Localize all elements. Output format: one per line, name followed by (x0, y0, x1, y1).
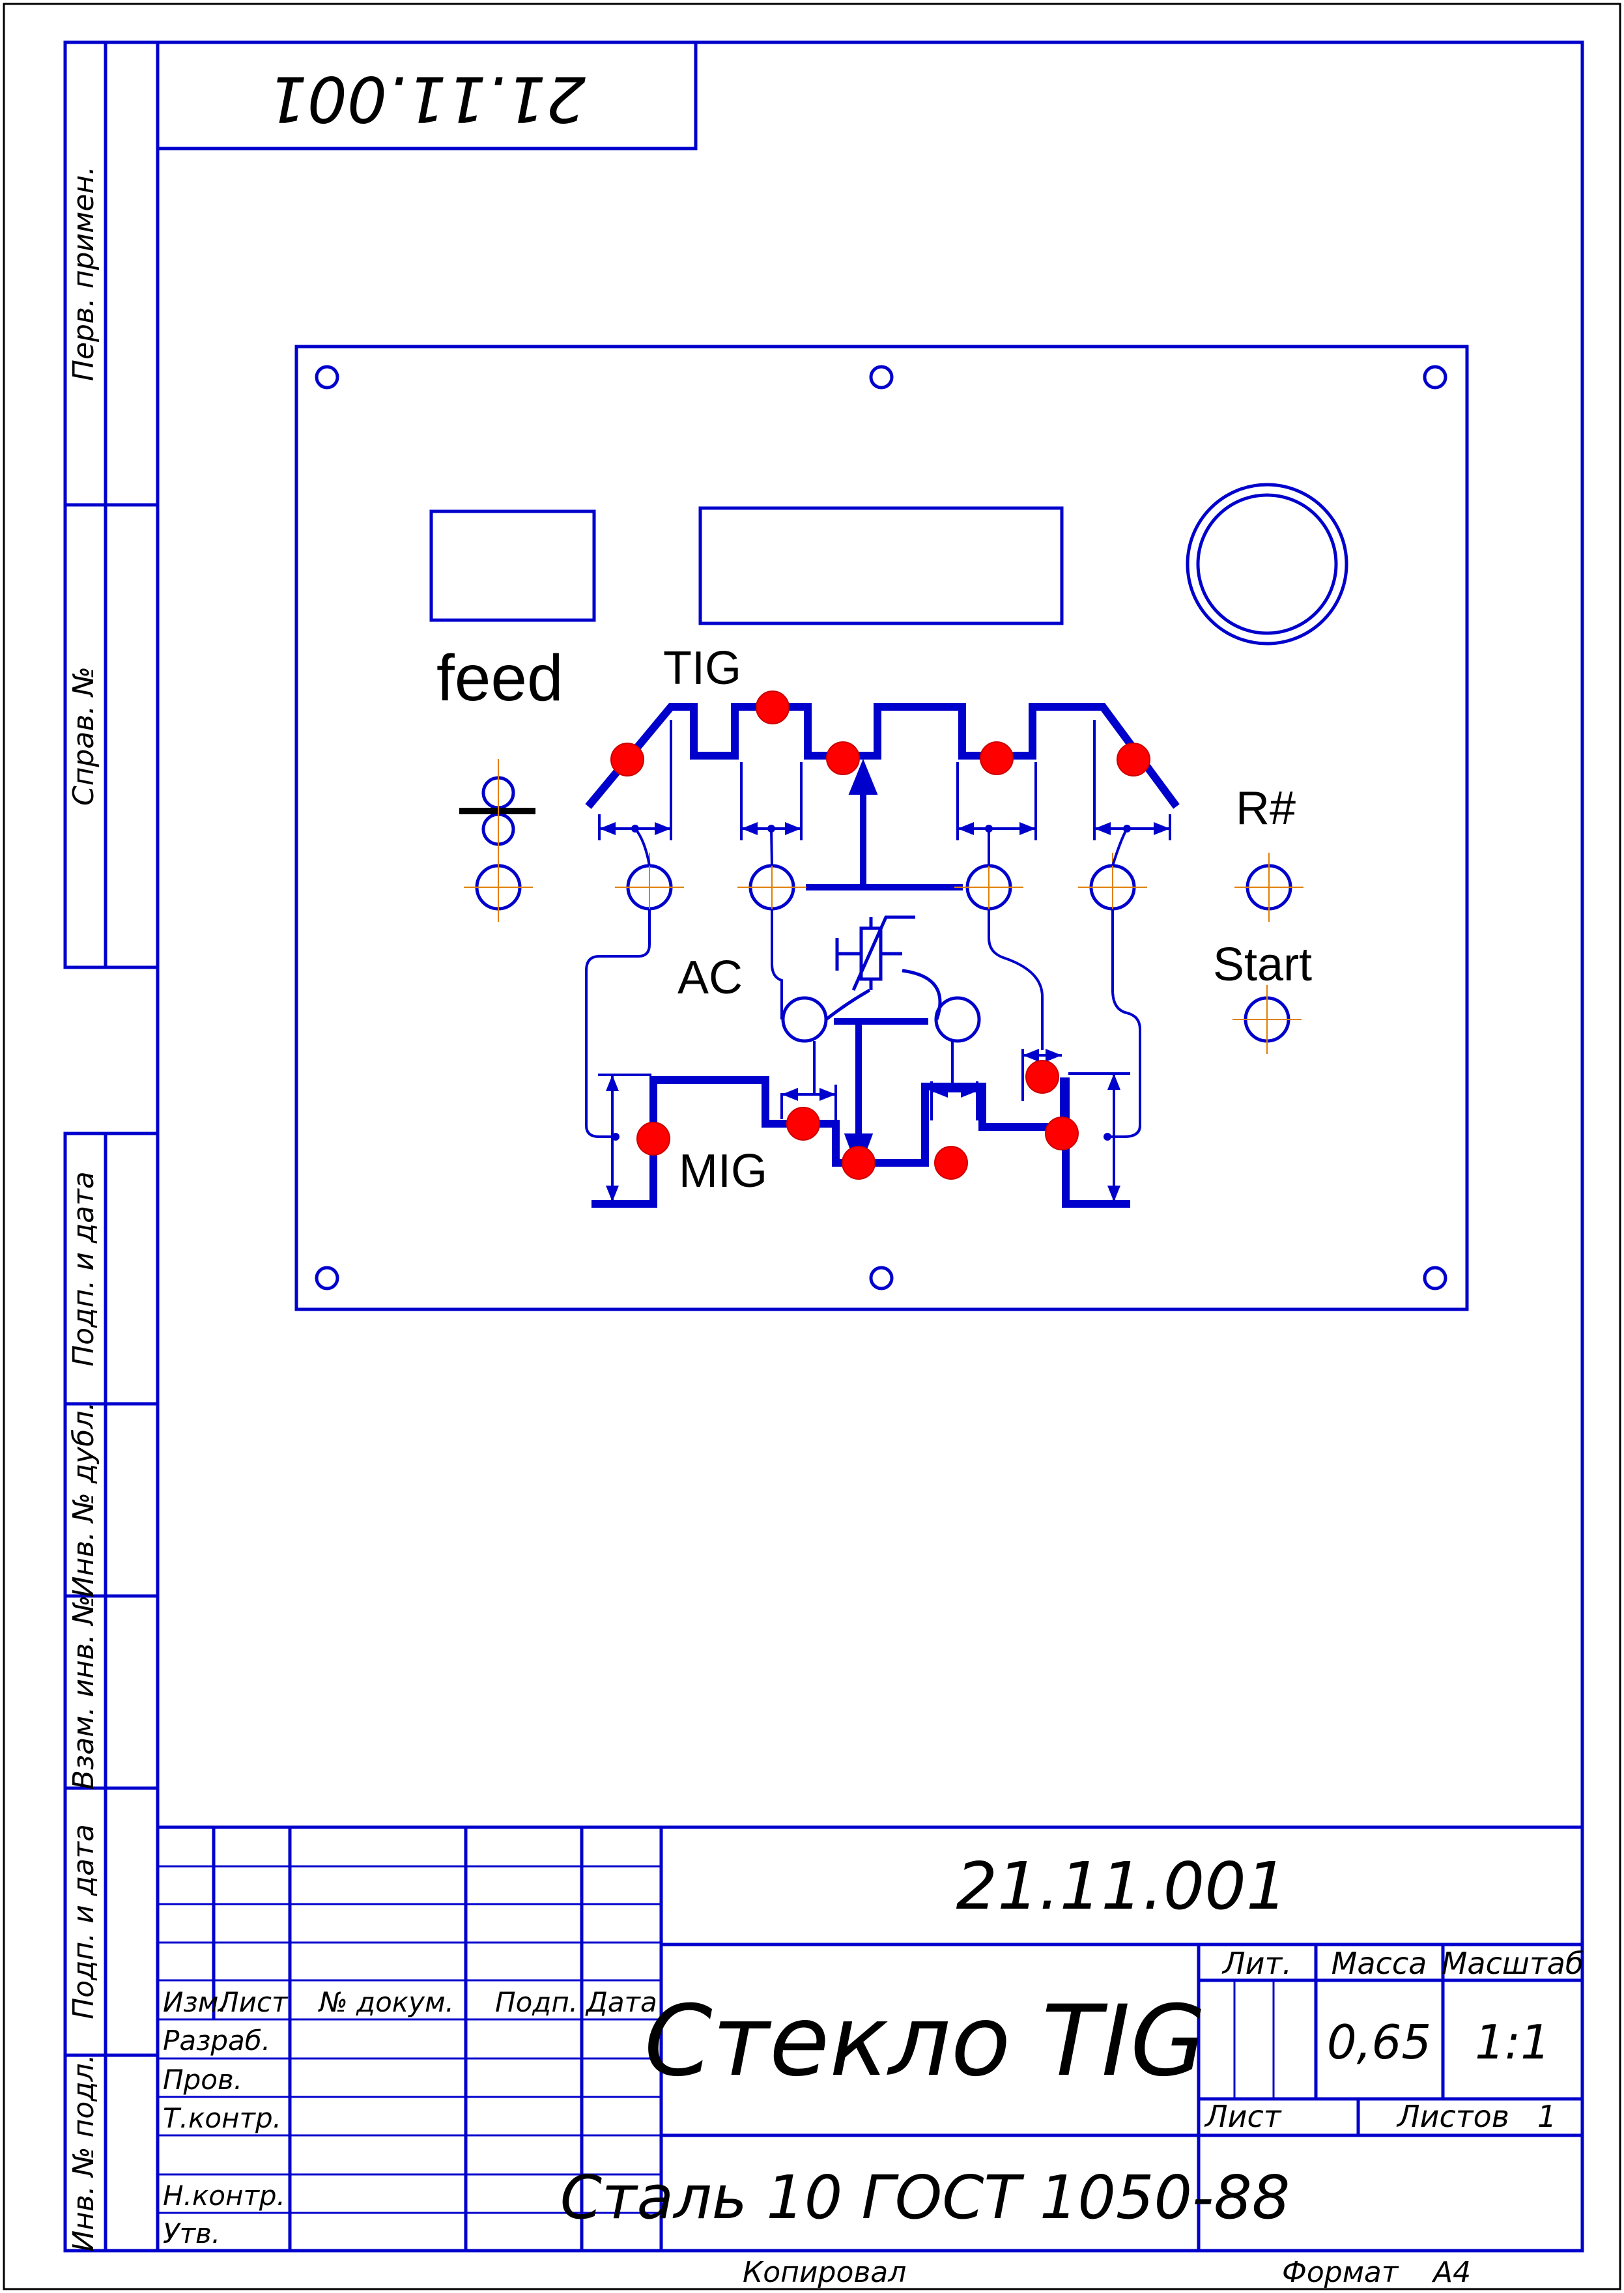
title-block: Изм. Лист № докум. Подп. Дата Разраб. Пр… (158, 1825, 1584, 2251)
mounting-hole-icon (1423, 1266, 1447, 1290)
label-tig: TIG (663, 642, 741, 694)
footer-format-value: А4 (1431, 2256, 1471, 2289)
panel-outline (294, 345, 1469, 1311)
led-indicator-icon (1045, 1117, 1079, 1150)
led-indicator-icon (1025, 1060, 1059, 1094)
massa-label: Масса (1332, 1946, 1427, 1981)
row-n-kontr: Н.контр. (163, 2180, 285, 2212)
listov-label: Листов (1396, 2099, 1509, 2134)
massa-value: 0,65 (1327, 2015, 1431, 2070)
stamp-top-designation: 21.11.001 (268, 63, 586, 135)
center-t-bar (806, 758, 963, 1173)
label-start: Start (1213, 939, 1312, 991)
label-mig: MIG (679, 1145, 767, 1197)
pot-feed-icon (464, 853, 533, 922)
mounting-hole-icon (1423, 365, 1447, 390)
designation: 21.11.001 (956, 1848, 1288, 1924)
header-data: Дата (585, 1986, 657, 2018)
part-name: Стекло TIG (644, 1985, 1206, 2098)
row-t-kontr: Т.контр. (163, 2102, 281, 2134)
ac-resistor-symbol (825, 915, 942, 1021)
header-no-dokum: № докум. (318, 1986, 454, 2018)
lit-label: Лит. (1221, 1946, 1292, 1981)
pot-ac-1-icon (781, 996, 828, 1043)
listov-value: 1 (1537, 2099, 1556, 2134)
button-start-icon (1232, 985, 1302, 1054)
tig-waveform (585, 703, 1180, 809)
header-podp: Подп. (495, 1986, 578, 2018)
masshtab-label: Масштаб (1442, 1946, 1584, 1981)
header-list: Лист (217, 1986, 289, 2018)
side-label-vzam-inv: Взам. инв. № (67, 1595, 100, 1790)
led-indicator-icon (826, 741, 860, 775)
row-utv: Утв. (163, 2217, 220, 2249)
led-indicator-icon (756, 691, 790, 724)
encoder-knob-outer (1186, 483, 1348, 646)
label-ac: AC (677, 952, 743, 1004)
led-indicator-icon (636, 1122, 670, 1156)
small-display-window (429, 509, 596, 622)
side-label-sprav-no: Справ. № (67, 666, 100, 806)
side-label-inv-dubl: Инв. № дубл. (67, 1401, 100, 1597)
pot-r-hash-icon (1234, 853, 1303, 922)
side-label-podp-data-1: Подп. и дата (67, 1171, 100, 1367)
mounting-hole-icon (315, 1266, 339, 1290)
main-display-window (698, 506, 1064, 625)
mounting-hole-icon (315, 365, 339, 390)
masshtab-value: 1:1 (1475, 2015, 1550, 2070)
footer-kopiroval: Копировал (743, 2256, 906, 2289)
led-indicator-icon (1117, 743, 1150, 776)
row-razrab: Разраб. (163, 2025, 270, 2057)
led-indicator-icon (842, 1146, 876, 1180)
dimension-arrowheads (599, 822, 1170, 1202)
side-labels: Перв. примен. Справ. № Подп. и дата Инв.… (67, 166, 100, 2252)
panel: feed TIG R# AC Start MIG (294, 345, 1469, 1311)
led-indicator-icon (980, 741, 1014, 775)
led-indicator-icon (786, 1107, 820, 1141)
dimension-lines (585, 720, 1171, 1202)
encoder-knob-inner (1196, 493, 1338, 635)
led-indicator-icon (934, 1146, 968, 1180)
trim-border (3, 3, 1621, 2290)
footer-format-label: Формат (1282, 2256, 1399, 2289)
row-prov: Пров. (163, 2064, 242, 2096)
led-indicator-icon (610, 743, 644, 776)
list-label: Лист (1204, 2099, 1282, 2134)
side-label-inv-podl: Инв. № подл. (67, 2054, 100, 2252)
pot-ac-2-icon (934, 996, 981, 1043)
side-label-podp-data-2: Подп. и дата (67, 1824, 100, 2019)
mig-waveform (591, 1076, 1130, 1208)
mounting-holes (315, 365, 1447, 1290)
header-izm: Изм. (163, 1986, 227, 2018)
led-indicators (610, 691, 1150, 1180)
feed-roller-icon (459, 759, 535, 860)
drawing-frame (63, 40, 1584, 2253)
mounting-hole-icon (869, 365, 894, 390)
side-label-perv-primen: Перв. примен. (67, 166, 100, 381)
material: Сталь 10 ГОСТ 1050-88 (560, 2163, 1290, 2232)
mounting-hole-icon (869, 1266, 894, 1290)
label-r-hash: R# (1236, 782, 1296, 834)
label-feed: feed (436, 642, 563, 715)
